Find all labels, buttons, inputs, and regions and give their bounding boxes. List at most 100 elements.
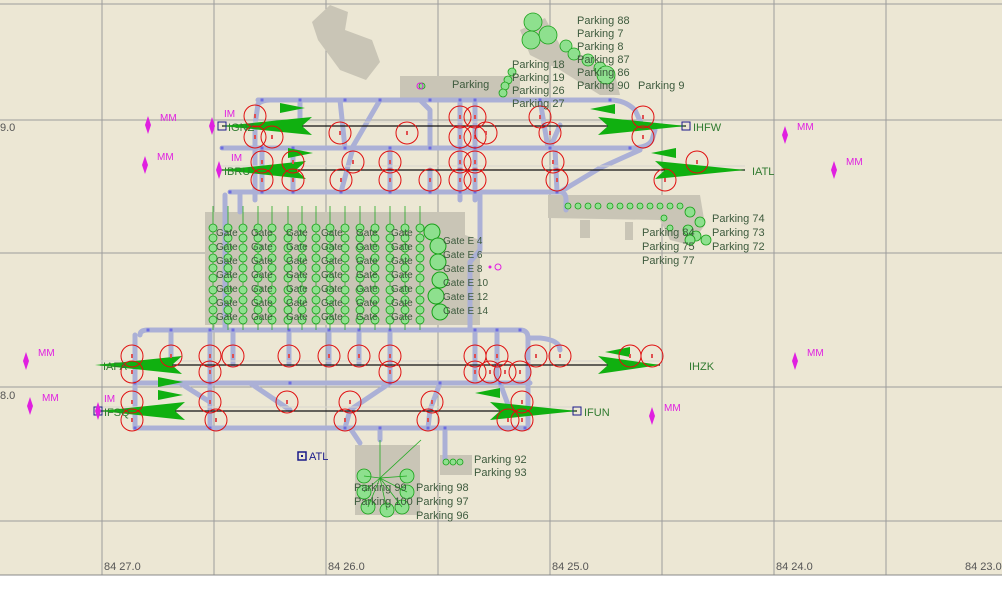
taxiway-node[interactable] bbox=[458, 98, 462, 102]
marker-beacon-icon[interactable] bbox=[216, 161, 222, 179]
gate-spot[interactable] bbox=[340, 263, 350, 273]
gate-spot[interactable] bbox=[400, 285, 410, 295]
hold-short-marker[interactable] bbox=[653, 168, 677, 192]
gate-spot[interactable] bbox=[370, 233, 380, 243]
hold-short-marker[interactable] bbox=[120, 344, 144, 368]
hold-short-marker[interactable] bbox=[341, 150, 365, 174]
gate-spot[interactable] bbox=[253, 243, 263, 253]
taxiway-node[interactable] bbox=[443, 426, 447, 430]
taxiway-node[interactable] bbox=[518, 328, 522, 332]
hold-short-marker[interactable] bbox=[508, 360, 532, 384]
gate-spot[interactable] bbox=[253, 253, 263, 263]
hold-short-marker[interactable] bbox=[478, 360, 502, 384]
gate-spot[interactable] bbox=[267, 233, 277, 243]
hold-short-marker[interactable] bbox=[329, 168, 353, 192]
parking-spot[interactable] bbox=[666, 224, 674, 232]
taxiway-node[interactable] bbox=[378, 98, 382, 102]
hold-short-marker[interactable] bbox=[510, 390, 534, 414]
gate-spot[interactable] bbox=[370, 243, 380, 253]
gate-spot[interactable] bbox=[208, 263, 218, 273]
gate-spot[interactable] bbox=[283, 305, 293, 315]
hold-short-marker[interactable] bbox=[631, 125, 655, 149]
gate-spot[interactable] bbox=[355, 263, 365, 273]
hold-short-marker[interactable] bbox=[243, 104, 267, 128]
taxiway[interactable] bbox=[347, 425, 363, 446]
gate-spot[interactable] bbox=[340, 273, 350, 283]
gate-spot[interactable] bbox=[297, 273, 307, 283]
parking-spot[interactable] bbox=[646, 202, 654, 210]
gate-spot[interactable] bbox=[311, 305, 321, 315]
taxiway-node[interactable] bbox=[548, 146, 552, 150]
gate-spot[interactable] bbox=[208, 285, 218, 295]
navaid-icon[interactable] bbox=[416, 82, 424, 90]
gate-spot[interactable] bbox=[208, 305, 218, 315]
parking-spot[interactable] bbox=[684, 206, 696, 218]
hold-short-marker[interactable] bbox=[347, 344, 371, 368]
hold-short-marker[interactable] bbox=[378, 360, 402, 384]
taxiway[interactable] bbox=[467, 192, 483, 333]
navaid-icon[interactable] bbox=[494, 263, 502, 271]
taxiway-node[interactable] bbox=[208, 328, 212, 332]
taxiway[interactable] bbox=[247, 380, 293, 413]
gate-spot[interactable] bbox=[340, 233, 350, 243]
gate-spot[interactable] bbox=[267, 295, 277, 305]
parking-spot[interactable] bbox=[538, 25, 558, 45]
gate-spot[interactable] bbox=[283, 243, 293, 253]
taxiway[interactable] bbox=[337, 97, 348, 151]
gate-spot[interactable] bbox=[238, 233, 248, 243]
gate-spot[interactable] bbox=[267, 243, 277, 253]
gate-spot[interactable] bbox=[267, 285, 277, 295]
hold-short-marker[interactable] bbox=[448, 168, 472, 192]
taxiway-node[interactable] bbox=[287, 328, 291, 332]
hold-short-marker[interactable] bbox=[538, 121, 562, 145]
taxiway-node[interactable] bbox=[473, 328, 477, 332]
gate-spot[interactable] bbox=[253, 223, 263, 233]
hold-short-marker[interactable] bbox=[493, 360, 517, 384]
gate-spot[interactable] bbox=[311, 285, 321, 295]
taxiway-node[interactable] bbox=[357, 328, 361, 332]
gate-spot[interactable] bbox=[208, 253, 218, 263]
hold-short-marker[interactable] bbox=[463, 105, 487, 129]
gate-spot[interactable] bbox=[238, 295, 248, 305]
gate-spot[interactable] bbox=[297, 223, 307, 233]
gate-spot[interactable] bbox=[283, 263, 293, 273]
hold-short-marker[interactable] bbox=[198, 344, 222, 368]
gate-spot[interactable] bbox=[325, 263, 335, 273]
gate-spot[interactable] bbox=[223, 263, 233, 273]
gate-spot[interactable] bbox=[415, 285, 425, 295]
gate-spot[interactable] bbox=[415, 295, 425, 305]
hold-short-marker[interactable] bbox=[281, 168, 305, 192]
gate-spot[interactable] bbox=[415, 273, 425, 283]
gate-spot[interactable] bbox=[267, 315, 277, 325]
taxiway-node[interactable] bbox=[426, 426, 430, 430]
hold-short-marker[interactable] bbox=[159, 344, 183, 368]
hold-short-marker[interactable] bbox=[463, 150, 487, 174]
hold-short-marker[interactable] bbox=[463, 168, 487, 192]
gate-spot[interactable] bbox=[340, 295, 350, 305]
parking-spot[interactable] bbox=[567, 47, 581, 61]
parking-spot[interactable] bbox=[626, 202, 634, 210]
taxiway-node[interactable] bbox=[438, 381, 442, 385]
parking-spot[interactable] bbox=[666, 202, 674, 210]
gate-spot[interactable] bbox=[253, 305, 263, 315]
gate-spot[interactable] bbox=[223, 243, 233, 253]
parking-spot[interactable] bbox=[596, 65, 616, 85]
gate-spot[interactable] bbox=[385, 285, 395, 295]
parking-spot[interactable] bbox=[449, 458, 457, 466]
hold-short-marker[interactable] bbox=[281, 150, 305, 174]
hold-short-marker[interactable] bbox=[545, 168, 569, 192]
taxiway-node[interactable] bbox=[458, 190, 462, 194]
gate-spot[interactable] bbox=[297, 285, 307, 295]
gate-spot[interactable] bbox=[238, 263, 248, 273]
gate-spot[interactable] bbox=[267, 305, 277, 315]
parking-spot[interactable] bbox=[456, 458, 464, 466]
gate-spot[interactable] bbox=[325, 273, 335, 283]
parking-spot[interactable] bbox=[521, 30, 541, 50]
marker-beacon-icon[interactable] bbox=[782, 126, 788, 144]
parking-spot[interactable] bbox=[656, 202, 664, 210]
taxiway-node[interactable] bbox=[133, 426, 137, 430]
ils-localizer-icon[interactable] bbox=[217, 121, 227, 131]
ils-label[interactable]: IBRU bbox=[224, 166, 250, 178]
parking-spot[interactable] bbox=[442, 458, 450, 466]
